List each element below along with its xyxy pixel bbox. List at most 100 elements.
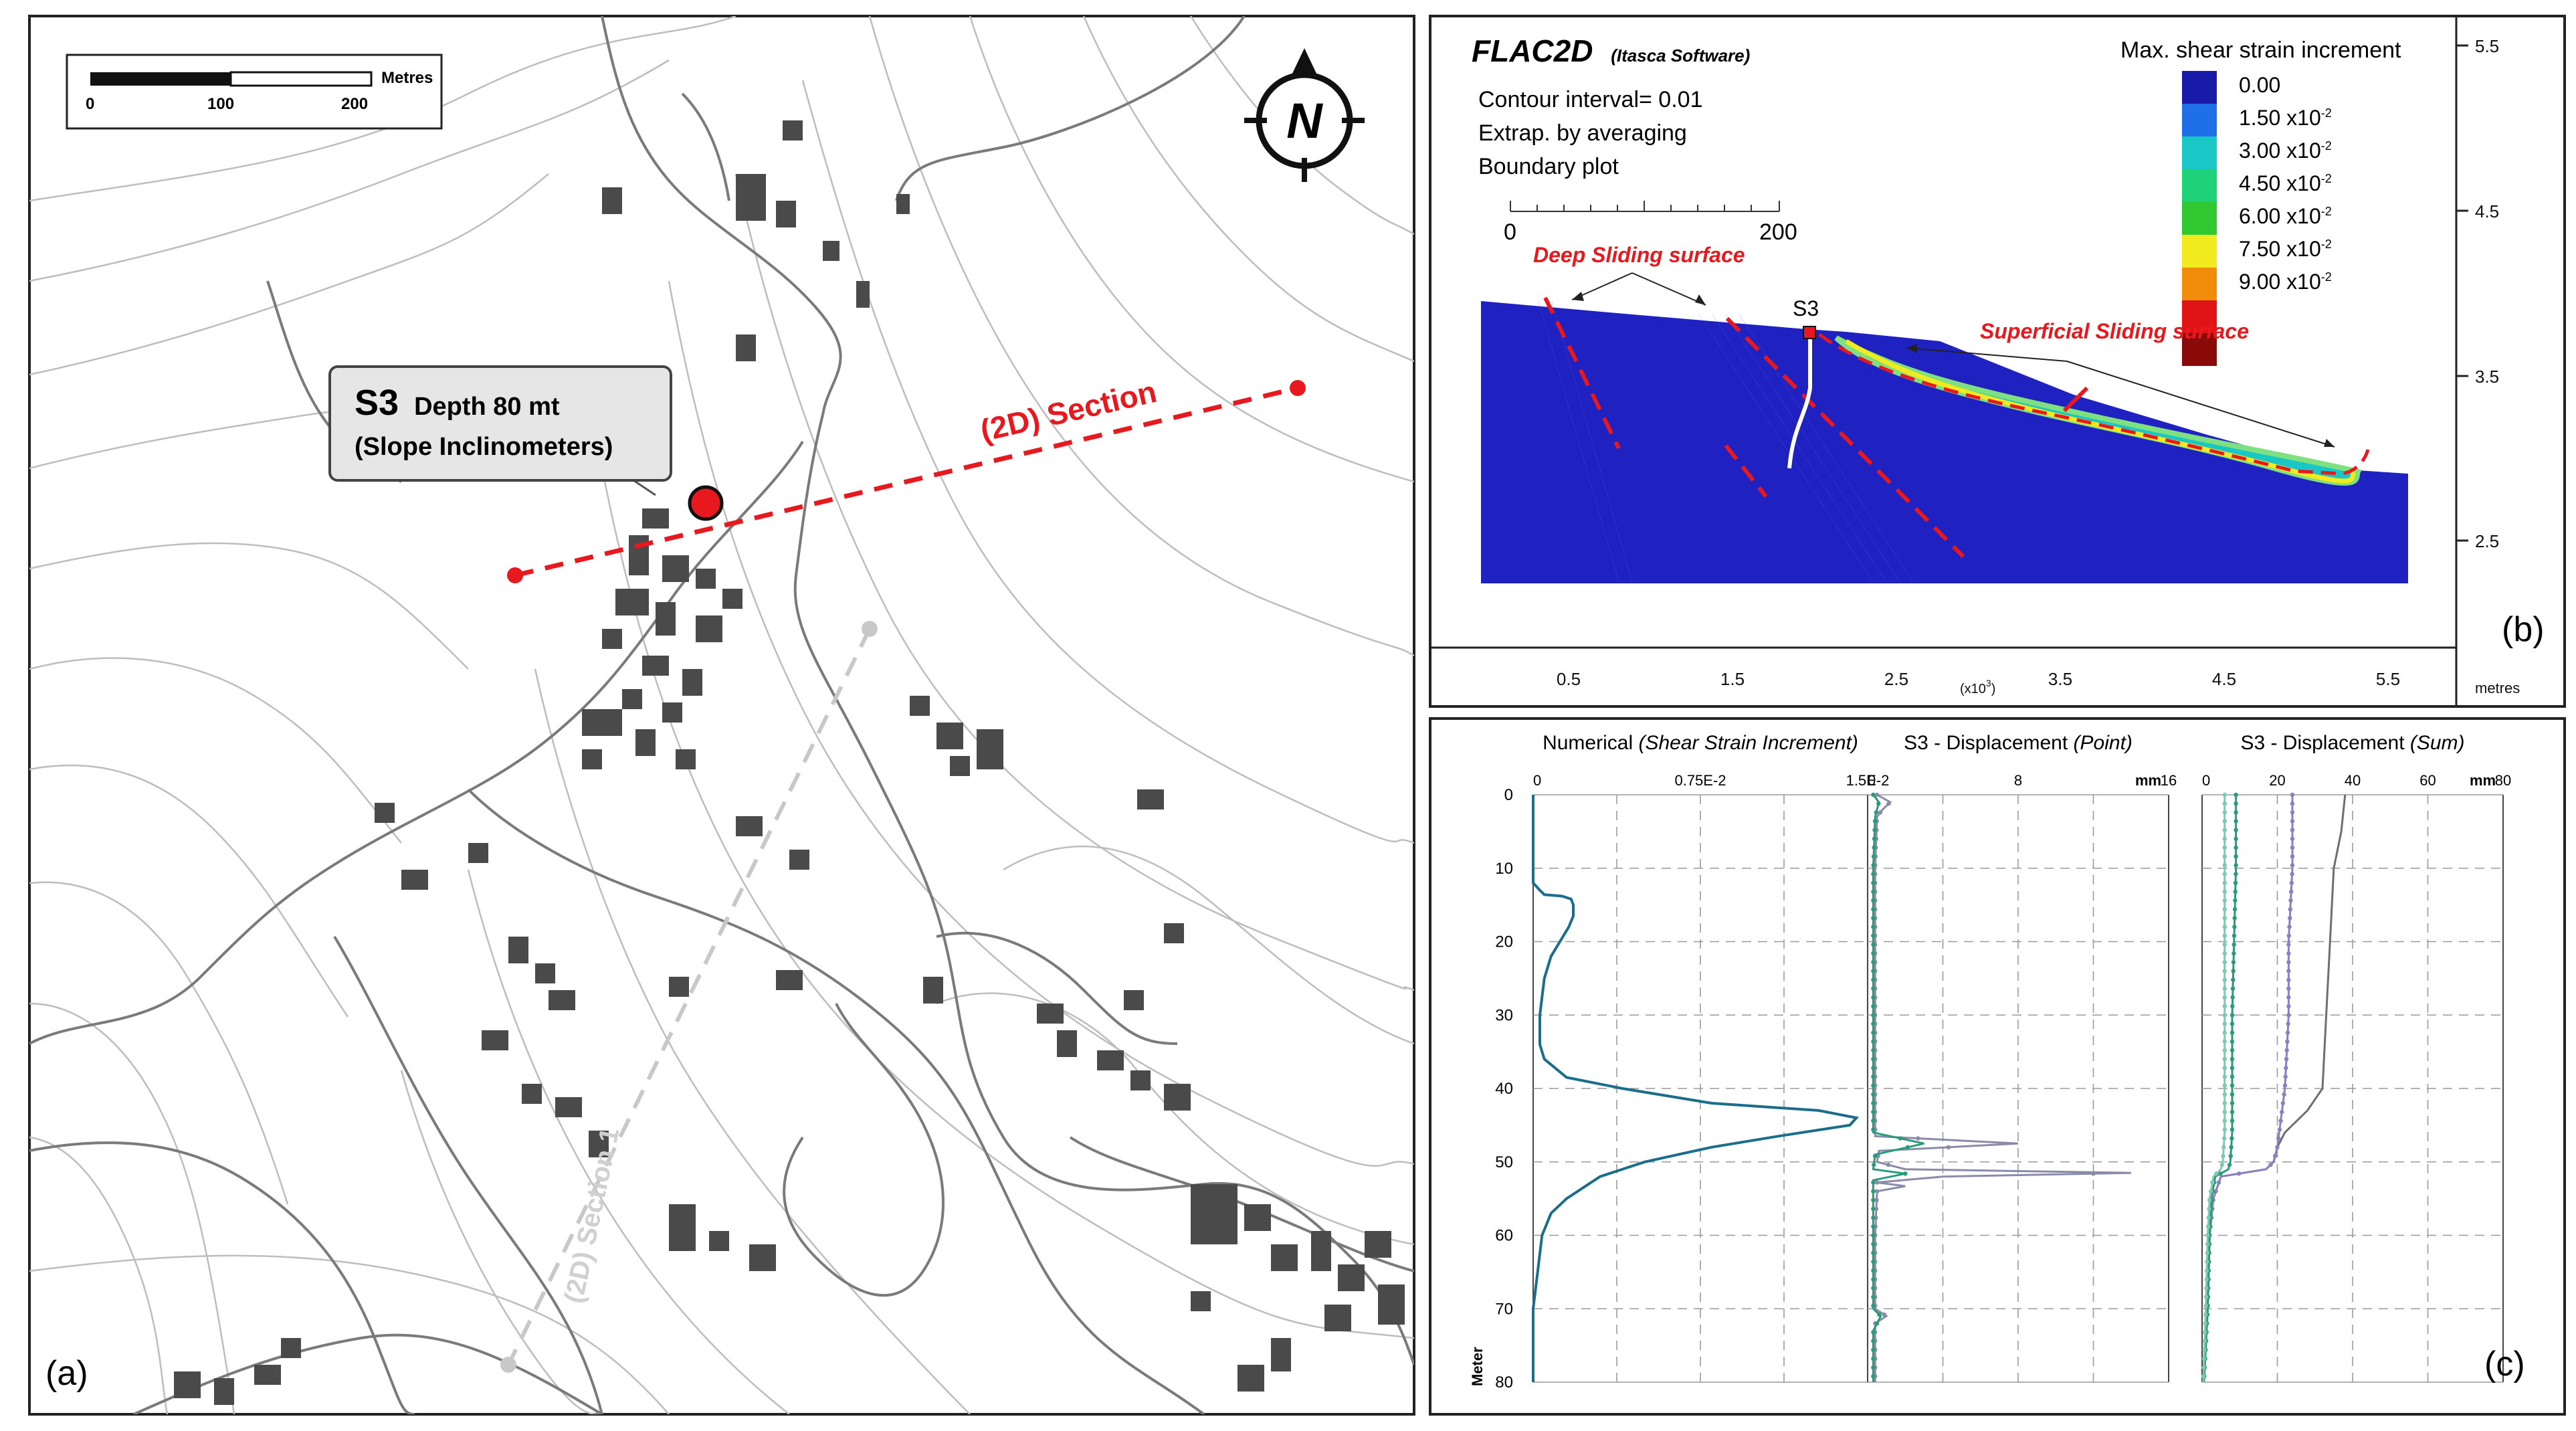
series-marker xyxy=(2231,960,2236,965)
legend-label-1: 1.50 x10-2 xyxy=(2239,106,2332,130)
depth-tick-label: 20 xyxy=(1495,933,1513,951)
series-marker xyxy=(2206,1216,2211,1220)
series-marker xyxy=(2230,1039,2235,1044)
series-marker xyxy=(1874,810,1879,815)
series-marker xyxy=(2222,1066,2227,1070)
series-marker xyxy=(1871,1365,1876,1370)
x-tick-label: 20 xyxy=(2269,772,2285,789)
x-multiplier-exp: 3 xyxy=(1986,678,1991,688)
series-marker xyxy=(2286,1004,2291,1009)
legend-swatch-7 xyxy=(2182,300,2217,333)
series-marker xyxy=(2222,1039,2227,1044)
slope-mesh xyxy=(1481,301,2408,583)
series-marker xyxy=(2231,969,2236,973)
borehole-label: S3 xyxy=(1793,296,1819,320)
panel-b-label: (b) xyxy=(2502,610,2545,649)
legend-label-0: 0.00 xyxy=(2239,73,2280,97)
series-marker xyxy=(1871,1127,1876,1132)
x-tick-1.5: 1.5 xyxy=(1720,669,1745,689)
series-marker xyxy=(2230,1109,2235,1115)
series-marker xyxy=(2230,1048,2235,1053)
depth-tick-label: 30 xyxy=(1495,1006,1513,1024)
series-marker xyxy=(1874,1206,1879,1212)
software-vendor: (Itasca Software) xyxy=(1611,45,1750,66)
series-marker xyxy=(2219,1162,2224,1167)
series-marker xyxy=(2286,1013,2291,1018)
series-marker xyxy=(1871,933,1876,938)
series-marker xyxy=(1872,1162,1876,1167)
series-marker xyxy=(2230,1083,2235,1088)
series-marker xyxy=(2234,863,2238,868)
legend-swatch-8 xyxy=(2182,333,2217,366)
svg-text:S3 Depth 80 mt: S3 Depth 80 mt xyxy=(355,383,560,423)
depth-tick-label: 50 xyxy=(1495,1153,1513,1171)
series-marker xyxy=(2234,801,2238,806)
series-marker xyxy=(1871,854,1876,859)
series-marker xyxy=(2204,1286,2209,1291)
series-marker xyxy=(1872,819,1878,824)
series-marker xyxy=(2210,1180,2215,1185)
series-marker xyxy=(2222,960,2227,965)
series-marker xyxy=(2222,863,2227,868)
series-marker xyxy=(1871,1048,1876,1053)
series-marker xyxy=(2268,1162,2273,1167)
series-marker xyxy=(2204,1268,2209,1273)
series-marker xyxy=(1871,986,1876,991)
series-marker xyxy=(2286,1022,2290,1026)
series-marker xyxy=(2229,1145,2234,1150)
series-marker xyxy=(2286,960,2291,965)
callout-depth: Depth 80 mt xyxy=(414,393,560,421)
legend-title: Max. shear strain increment xyxy=(2120,37,2401,63)
series-marker xyxy=(1871,1233,1876,1238)
legend-swatch-3 xyxy=(2182,169,2217,202)
series-marker xyxy=(2222,792,2227,797)
depth-tick-label: 40 xyxy=(1495,1080,1513,1098)
x-tick-0.5: 0.5 xyxy=(1557,669,1581,689)
series-marker xyxy=(2222,1056,2227,1062)
series-marker xyxy=(2286,942,2291,947)
series-marker xyxy=(2278,1119,2283,1123)
x-tick-2.5: 2.5 xyxy=(1884,669,1908,689)
series-marker xyxy=(2230,986,2236,991)
legend-swatch-5 xyxy=(2182,235,2217,268)
x-tick-5.5: 5.5 xyxy=(2376,669,2400,689)
series-marker xyxy=(2222,1022,2227,1026)
series-marker xyxy=(2222,933,2227,938)
series-marker xyxy=(2222,977,2227,982)
series-marker xyxy=(1871,1295,1876,1299)
series-marker xyxy=(1878,810,1883,815)
series-marker xyxy=(2222,801,2227,806)
series-marker xyxy=(2290,872,2294,876)
series-marker xyxy=(2290,792,2295,797)
series-marker xyxy=(2205,1233,2210,1238)
depth-tick-label: 80 xyxy=(1495,1373,1513,1392)
superficial-sliding-label: Superficial Sliding surface xyxy=(1980,319,2249,343)
series-marker xyxy=(2288,907,2292,912)
scale-unit: Metres xyxy=(381,69,433,87)
series-marker xyxy=(2288,898,2293,903)
depth-tick-label: 10 xyxy=(1495,860,1513,878)
series-marker xyxy=(1871,1039,1876,1044)
borehole-s3 xyxy=(1787,336,1812,469)
panel-b-model: 5.5 4.5 3.5 2.5 0.5 1.5 2.5 3.5 4.5 5.5 … xyxy=(1429,15,2566,708)
series-marker xyxy=(2230,1092,2235,1097)
legend-swatch-2 xyxy=(2182,136,2217,169)
info-extrap: Extrap. by averaging xyxy=(1478,120,1687,146)
series-marker xyxy=(2221,1145,2226,1150)
series-marker xyxy=(1871,1022,1876,1026)
model-scale xyxy=(1510,201,1780,212)
series-marker xyxy=(1871,1109,1876,1115)
series-marker xyxy=(1871,1066,1876,1070)
chart-title-2: S3 - Displacement (Sum) xyxy=(2240,732,2464,754)
series-marker xyxy=(2222,854,2227,859)
series-marker xyxy=(2203,1321,2207,1326)
series-marker xyxy=(1886,1162,1891,1167)
x-tick-label: 0 xyxy=(1868,772,1876,789)
x-unit: metres xyxy=(2475,680,2520,696)
series-marker xyxy=(2234,828,2238,832)
series-marker xyxy=(2230,1030,2235,1035)
x-tick-label: 0.75E-2 xyxy=(1674,772,1726,789)
series-marker xyxy=(1874,1180,1880,1185)
series-marker xyxy=(2222,898,2227,903)
